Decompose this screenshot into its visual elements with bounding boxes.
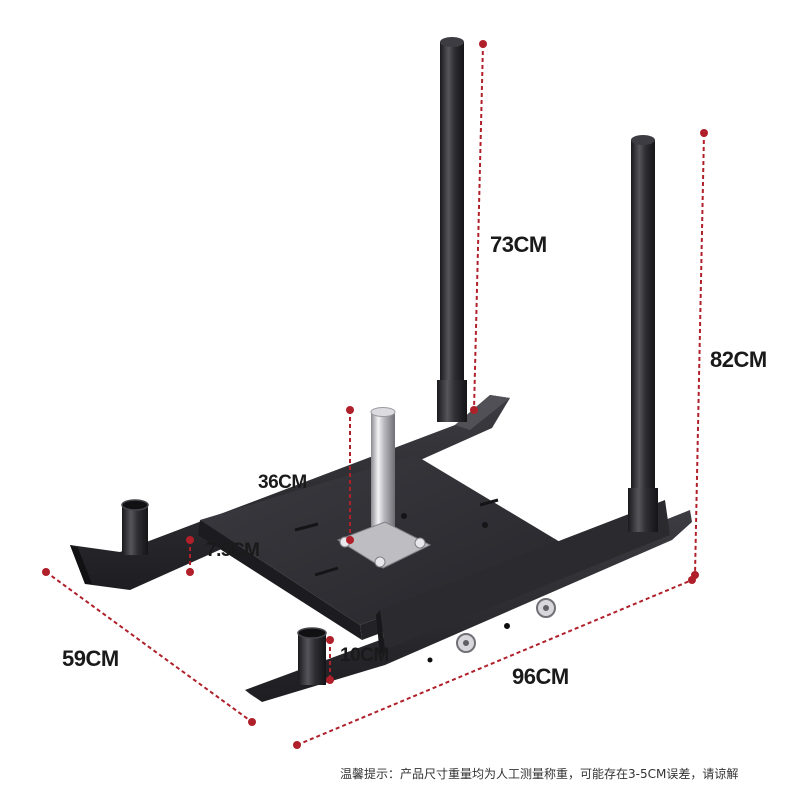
pin-height-label: 36CM (258, 472, 307, 493)
total-height-start (700, 129, 708, 137)
depth-end (248, 718, 256, 726)
post-height-line (473, 43, 484, 411)
length-line (296, 579, 693, 746)
runner-width-label: 10CM (340, 645, 389, 666)
post-height-label: 73CM (490, 232, 547, 257)
length-label: 96CM (512, 664, 569, 689)
runner-width-end (326, 676, 334, 684)
front-runner (245, 500, 692, 706)
measurement-notice: 温馨提示：产品尺寸重量均为人工测量称重，可能存在3-5CM误差，请谅解 (340, 767, 739, 781)
post-height-start (479, 40, 487, 48)
runner-height-start (186, 536, 194, 544)
pin-height-end (346, 536, 354, 544)
rear-post (437, 37, 467, 422)
depth-line (45, 571, 253, 723)
rear-runner (70, 395, 510, 590)
chrome-weight-pin (336, 407, 432, 569)
depth-label: 59CM (62, 646, 119, 671)
runner-height-label: 7.5CM (206, 540, 260, 561)
length-start (293, 741, 301, 749)
total-height-line (694, 132, 705, 576)
runner-width-start (326, 636, 334, 644)
post-height-end (470, 406, 478, 414)
front-short-sleeve (297, 627, 327, 685)
runner-height-end (186, 568, 194, 576)
pin-height-start (346, 406, 354, 414)
length-end (688, 576, 696, 584)
depth-start (42, 568, 50, 576)
rear-short-sleeve (121, 499, 149, 555)
front-post (628, 135, 658, 532)
dimension-lines (42, 40, 708, 749)
total-height-label: 82CM (710, 347, 767, 372)
